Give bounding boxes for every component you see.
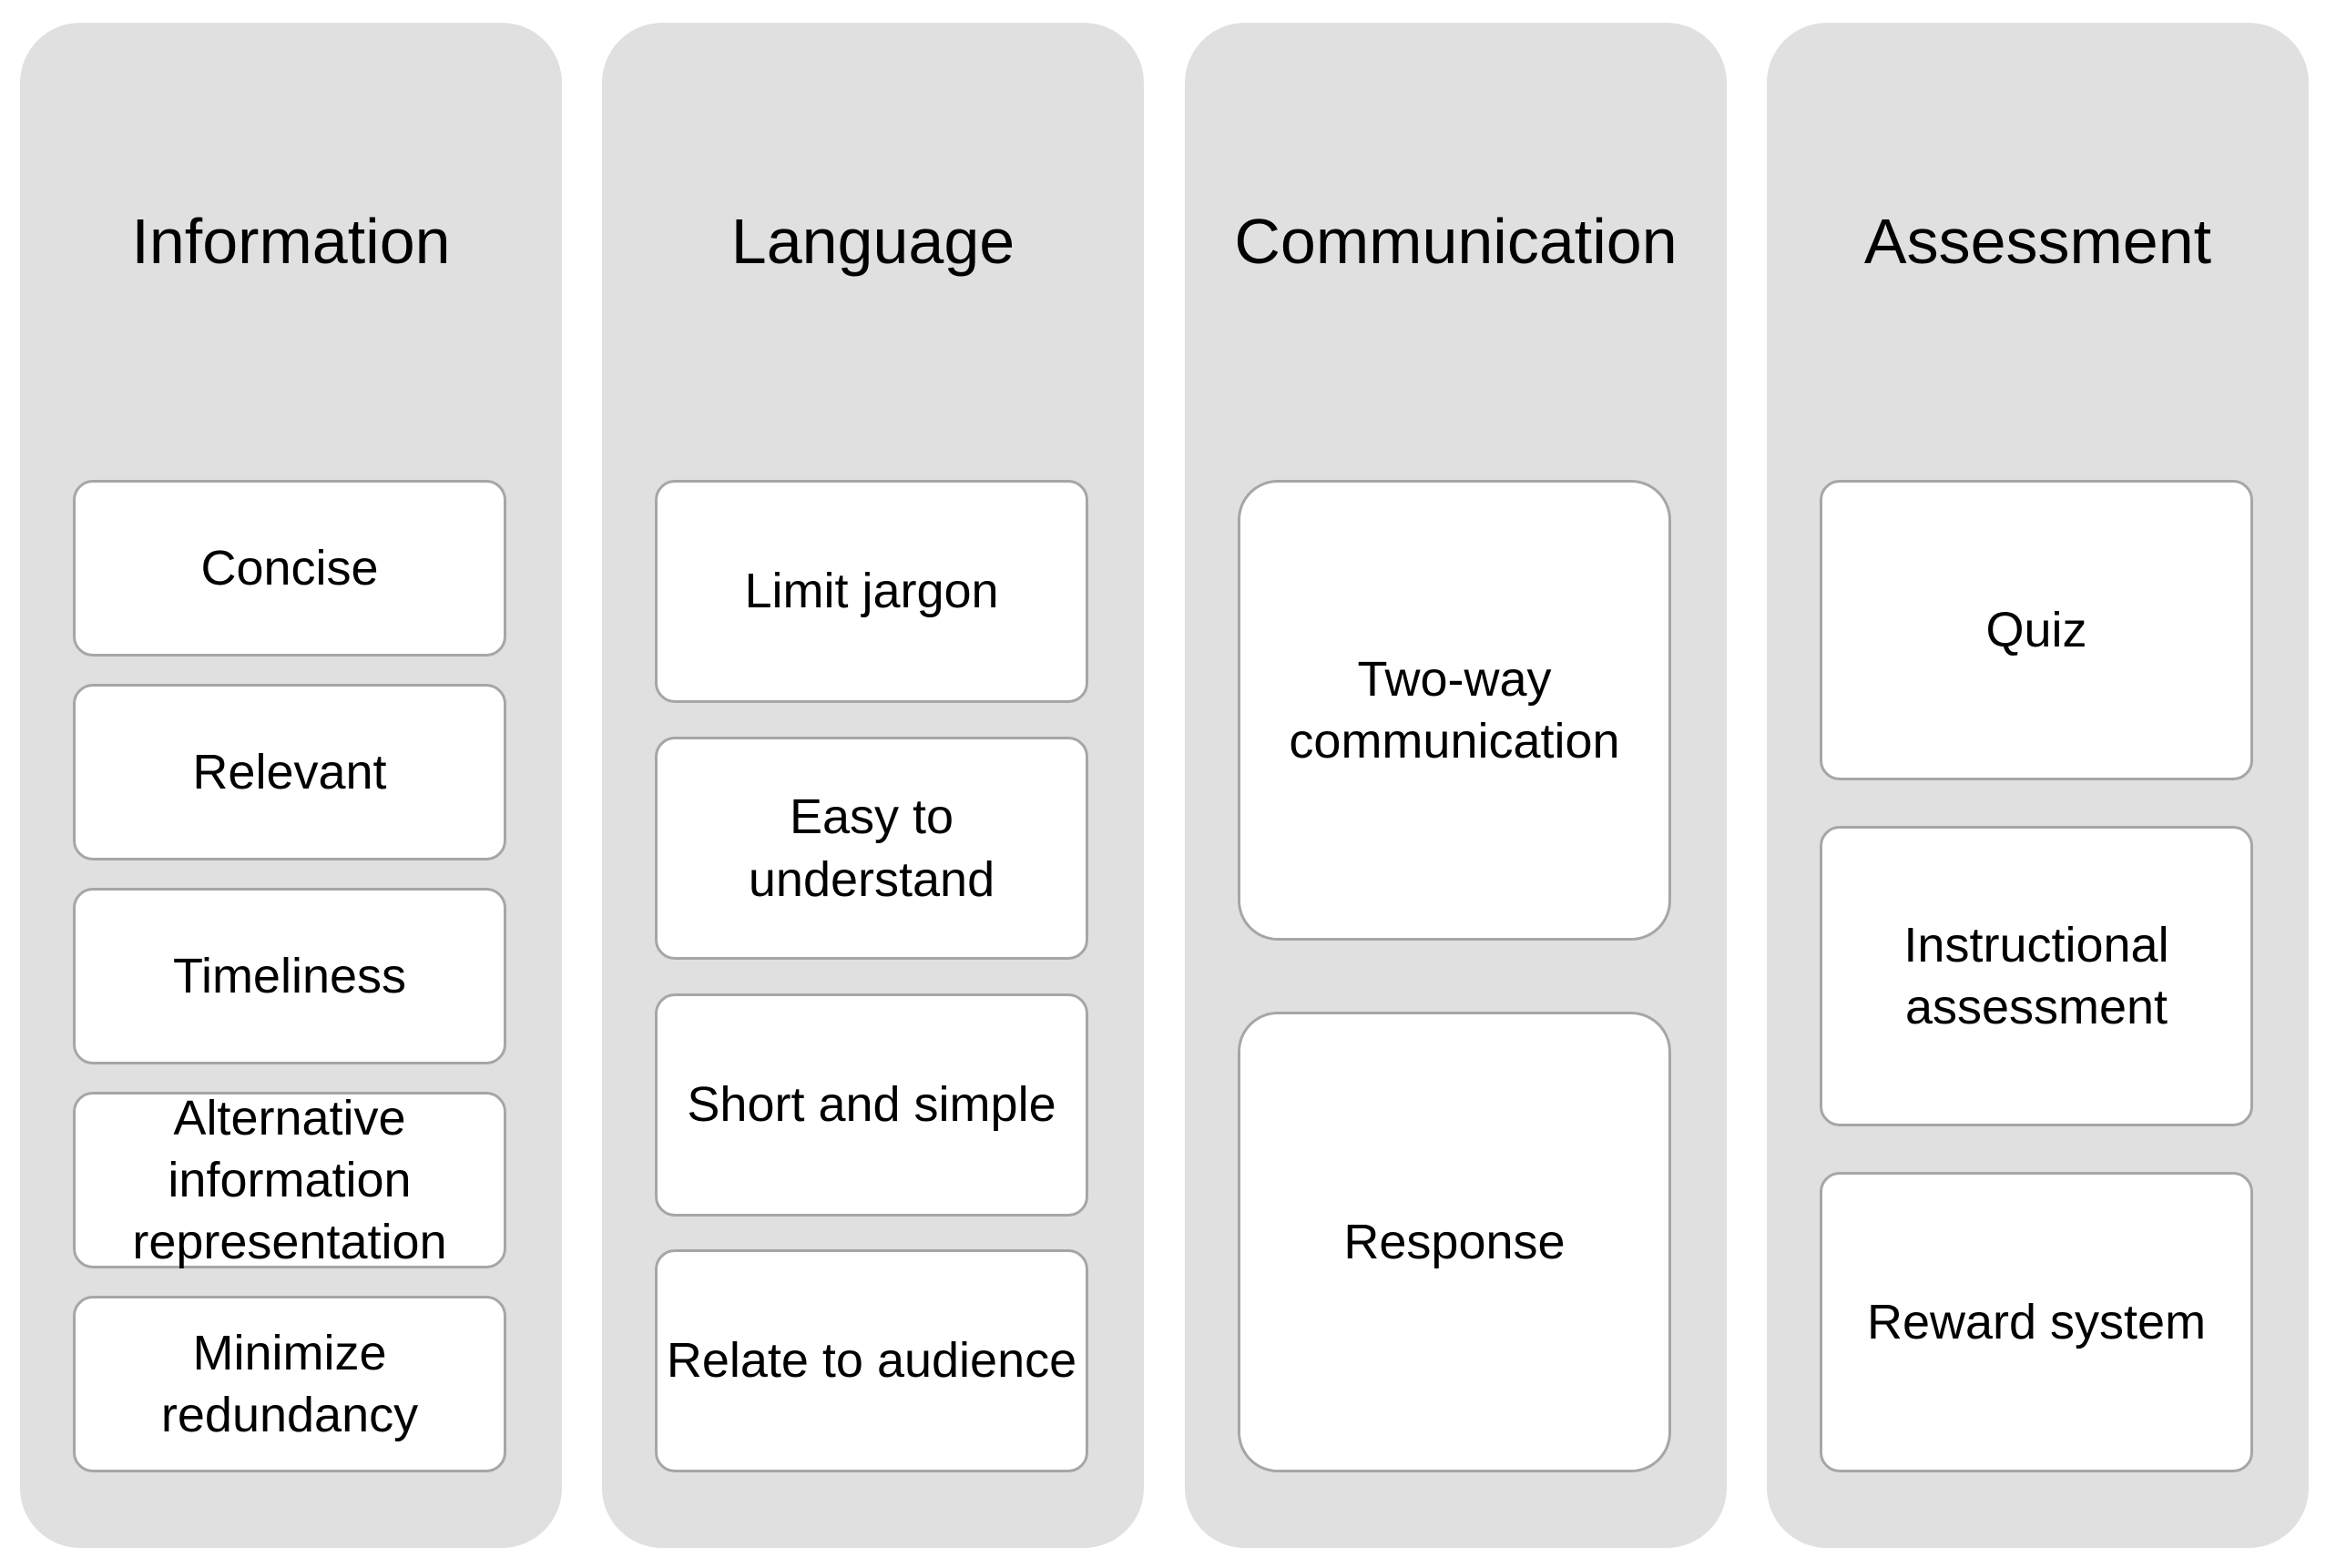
column-title: Information [131, 206, 451, 277]
card-two-way-communication: Two-way communication [1238, 480, 1671, 941]
card-label: Relate to audience [666, 1333, 1077, 1389]
card-timeliness: Timeliness [73, 888, 506, 1064]
column-language: Language Limit jargon Easy to understand… [602, 23, 1144, 1548]
card-label: Reward system [1866, 1294, 2207, 1349]
card-label: Relevant [192, 744, 387, 799]
column-title: Communication [1234, 206, 1678, 277]
card-concise: Concise [73, 480, 506, 657]
card-reward-system: Reward system [1820, 1172, 2253, 1472]
card-limit-jargon: Limit jargon [655, 480, 1088, 703]
card-label: Instructional assessment [1903, 917, 2169, 1034]
card-label: Short and simple [687, 1077, 1056, 1133]
card-easy-to-understand: Easy to understand [655, 737, 1088, 960]
card-label: Easy to understand [748, 789, 995, 907]
card-label: Limit jargon [744, 564, 999, 619]
card-response: Response [1238, 1012, 1671, 1472]
card-label: Quiz [1985, 602, 2087, 657]
column-information: Information Concise Relevant Timeliness … [20, 23, 562, 1548]
card-label: Two-way communication [1289, 651, 1620, 769]
card-label: Alternative information representation [132, 1090, 447, 1270]
column-assessment: Assessment Quiz Instructional assessment… [1767, 23, 2309, 1548]
card-label: Timeliness [172, 948, 407, 1003]
card-short-and-simple: Short and simple [655, 993, 1088, 1217]
card-relate-to-audience: Relate to audience [655, 1249, 1088, 1472]
card-alternative-information-representation: Alternative information representation [73, 1091, 506, 1269]
card-label: Concise [200, 540, 379, 596]
column-communication: Communication Two-way communication Resp… [1185, 23, 1727, 1548]
card-instructional-assessment: Instructional assessment [1820, 826, 2253, 1126]
card-minimize-redundancy: Minimize redundancy [73, 1296, 506, 1472]
card-relevant: Relevant [73, 684, 506, 860]
card-quiz: Quiz [1820, 480, 2253, 780]
column-title: Language [730, 206, 1015, 277]
card-label: Minimize redundancy [160, 1325, 419, 1442]
column-title: Assessment [1863, 206, 2212, 277]
card-label: Response [1343, 1214, 1566, 1269]
